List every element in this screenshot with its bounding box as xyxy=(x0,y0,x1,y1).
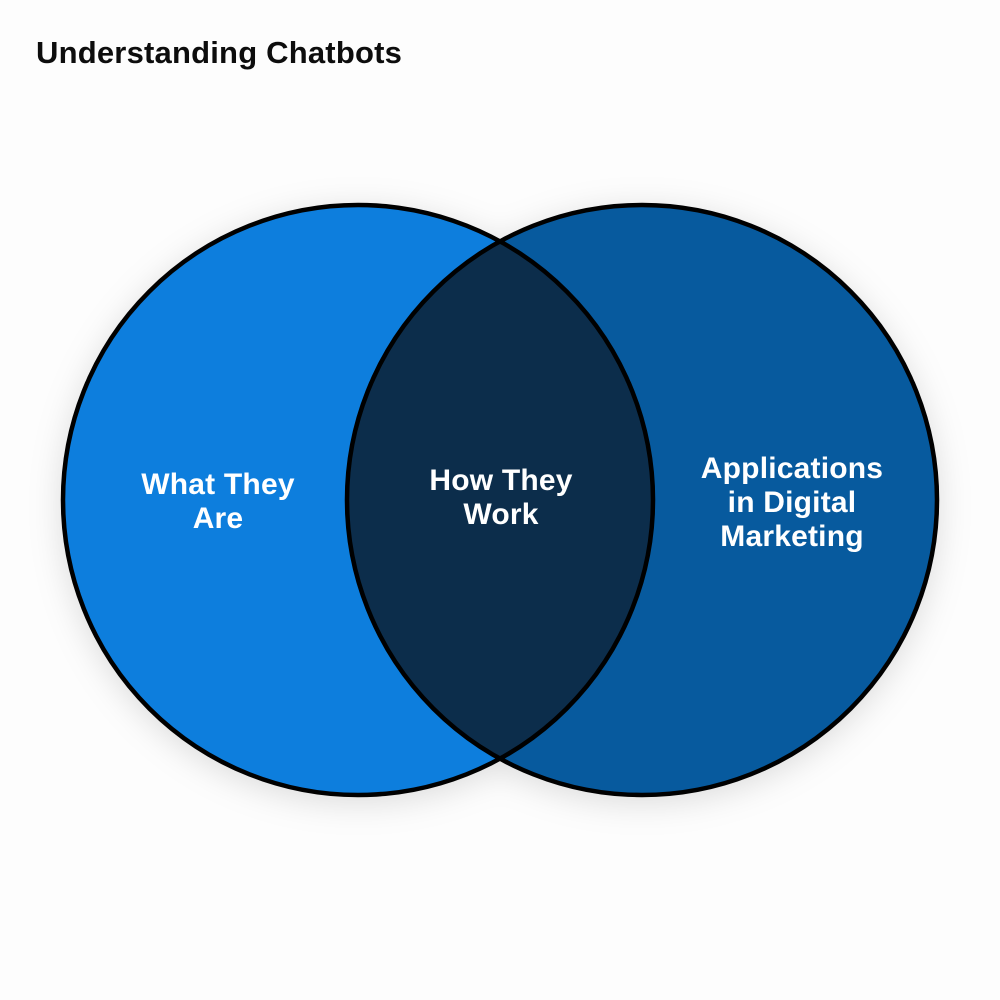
venn-circle-left-outline xyxy=(60,202,656,798)
venn-intersection-region xyxy=(347,205,653,795)
venn-circle-right-outline xyxy=(344,202,940,798)
page-title: Understanding Chatbots xyxy=(36,35,403,70)
